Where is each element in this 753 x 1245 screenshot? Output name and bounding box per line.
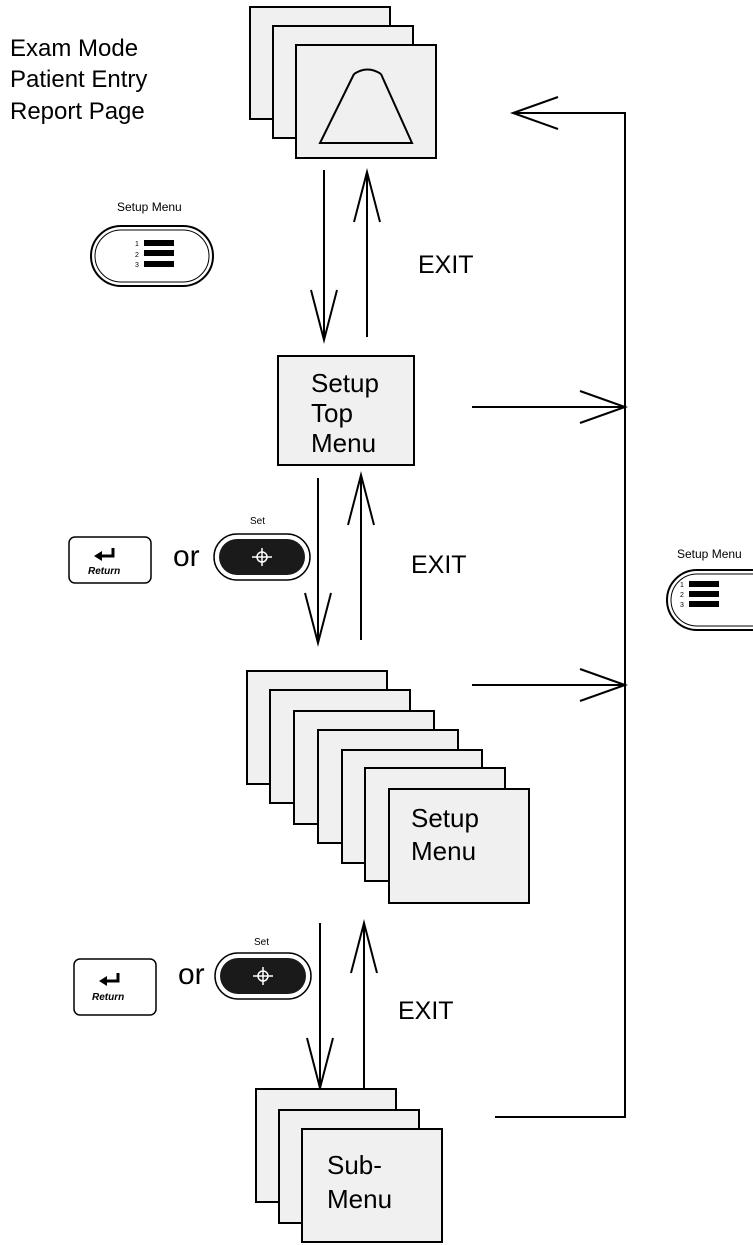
arrow-up-to-screens <box>353 168 381 337</box>
label-exam-mode: Exam Mode <box>10 35 138 62</box>
crosshair-icon <box>252 548 272 566</box>
exit-label-2: EXIT <box>411 551 467 579</box>
setup-menu-stack: Setup Menu <box>246 670 530 904</box>
arrow-down-to-setup-menu <box>304 478 332 647</box>
svg-text:3: 3 <box>135 262 139 269</box>
arrow-up-to-top-menu <box>347 471 375 640</box>
setup-menu-key-caption: Setup Menu <box>117 200 182 214</box>
set-key-1[interactable]: Set <box>213 516 311 581</box>
screens-label: Exam Mode Patient Entry Report Page <box>10 35 147 125</box>
svg-text:2: 2 <box>680 592 684 599</box>
svg-text:3: 3 <box>680 602 684 609</box>
svg-text:1: 1 <box>135 241 139 248</box>
sub-menu-line1: Sub- <box>327 1150 382 1180</box>
setup-menu-key-left[interactable]: Setup Menu 1 2 3 <box>90 200 214 287</box>
setup-menu-key-right[interactable]: Setup Menu 1 2 3 <box>666 547 753 631</box>
sub-menu-stack: Sub- Menu <box>255 1088 443 1243</box>
exit-label-3: EXIT <box>398 997 454 1025</box>
setup-menu-line2: Menu <box>411 836 476 866</box>
exit-label-1: EXIT <box>418 251 474 279</box>
svg-text:1: 1 <box>680 582 684 589</box>
set-key-caption: Set <box>250 516 265 527</box>
label-report-page: Report Page <box>10 98 145 125</box>
return-arrow-icon <box>99 973 120 986</box>
menu-list-icon-right: 1 2 3 <box>680 581 719 609</box>
set-key-2[interactable]: Set <box>214 937 312 1000</box>
return-path-right <box>472 96 628 1118</box>
crosshair-icon <box>253 967 273 985</box>
ultrasound-sector-icon <box>318 68 414 144</box>
setup-menu-key-caption-right: Setup Menu <box>677 547 742 561</box>
label-patient-entry: Patient Entry <box>10 66 147 93</box>
arrow-down-to-top-menu <box>310 170 338 344</box>
or-text-2: or <box>178 958 205 991</box>
setup-top-menu-box: Setup Top Menu <box>277 355 415 466</box>
arrow-up-to-setup-menu <box>350 919 378 1088</box>
setup-top-menu-line2: Top <box>311 398 353 428</box>
set-key-caption-2: Set <box>254 937 269 948</box>
arrow-down-to-sub-menu <box>306 923 334 1092</box>
or-text-1: or <box>173 540 200 573</box>
sub-menu-line2: Menu <box>327 1184 392 1214</box>
menu-list-icon: 1 2 3 <box>135 240 174 269</box>
exam-screens-stack <box>249 6 437 159</box>
return-key-2[interactable]: Return <box>73 958 157 1016</box>
return-key-label: Return <box>88 566 120 577</box>
return-key-label-2: Return <box>92 992 124 1003</box>
setup-top-menu-line3: Menu <box>311 428 376 458</box>
svg-text:2: 2 <box>135 252 139 259</box>
setup-top-menu-line1: Setup <box>311 368 379 398</box>
setup-menu-line1: Setup <box>411 803 479 833</box>
return-key-1[interactable]: Return <box>68 536 152 584</box>
return-arrow-icon <box>94 548 115 561</box>
